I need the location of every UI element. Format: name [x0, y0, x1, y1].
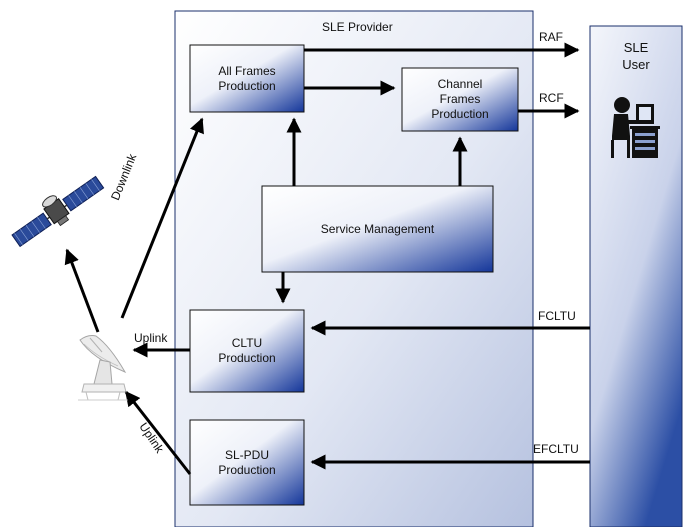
fcltu-label: FCLTU: [538, 309, 576, 323]
rcf-label: RCF: [539, 91, 564, 105]
sle-user-panel: [589, 25, 683, 527]
service-management-box: [261, 185, 494, 273]
arrow-downlink: [120, 117, 204, 319]
service-management-label: Service Management: [320, 221, 435, 236]
sle-provider-title: SLE Provider: [322, 20, 393, 34]
channel-frames-production-label: Channel Frames Production: [431, 77, 489, 121]
sle-user-title: SLE User: [622, 40, 650, 72]
cltu-production-box: [189, 309, 305, 393]
sl-pdu-production-label: SL-PDU Production: [218, 447, 276, 477]
sl-pdu-production-box: [189, 419, 305, 506]
uplink-cltu-label: Uplink: [134, 331, 168, 345]
ground-station-antenna-icon: [78, 335, 128, 401]
cltu-production-label: CLTU Production: [218, 336, 276, 365]
raf-label: RAF: [539, 30, 563, 44]
user-at-computer-icon: [611, 97, 660, 158]
arrow-slpdu-uplink: [124, 390, 192, 475]
all-frames-production-label: All Frames Production: [218, 63, 276, 93]
satellite-icon: [11, 175, 105, 248]
channel-frames-production-box: [401, 67, 519, 132]
arrow-to-satellite: [64, 248, 100, 333]
all-frames-production-box: [189, 44, 305, 113]
efcltu-label: EFCLTU: [533, 442, 579, 456]
